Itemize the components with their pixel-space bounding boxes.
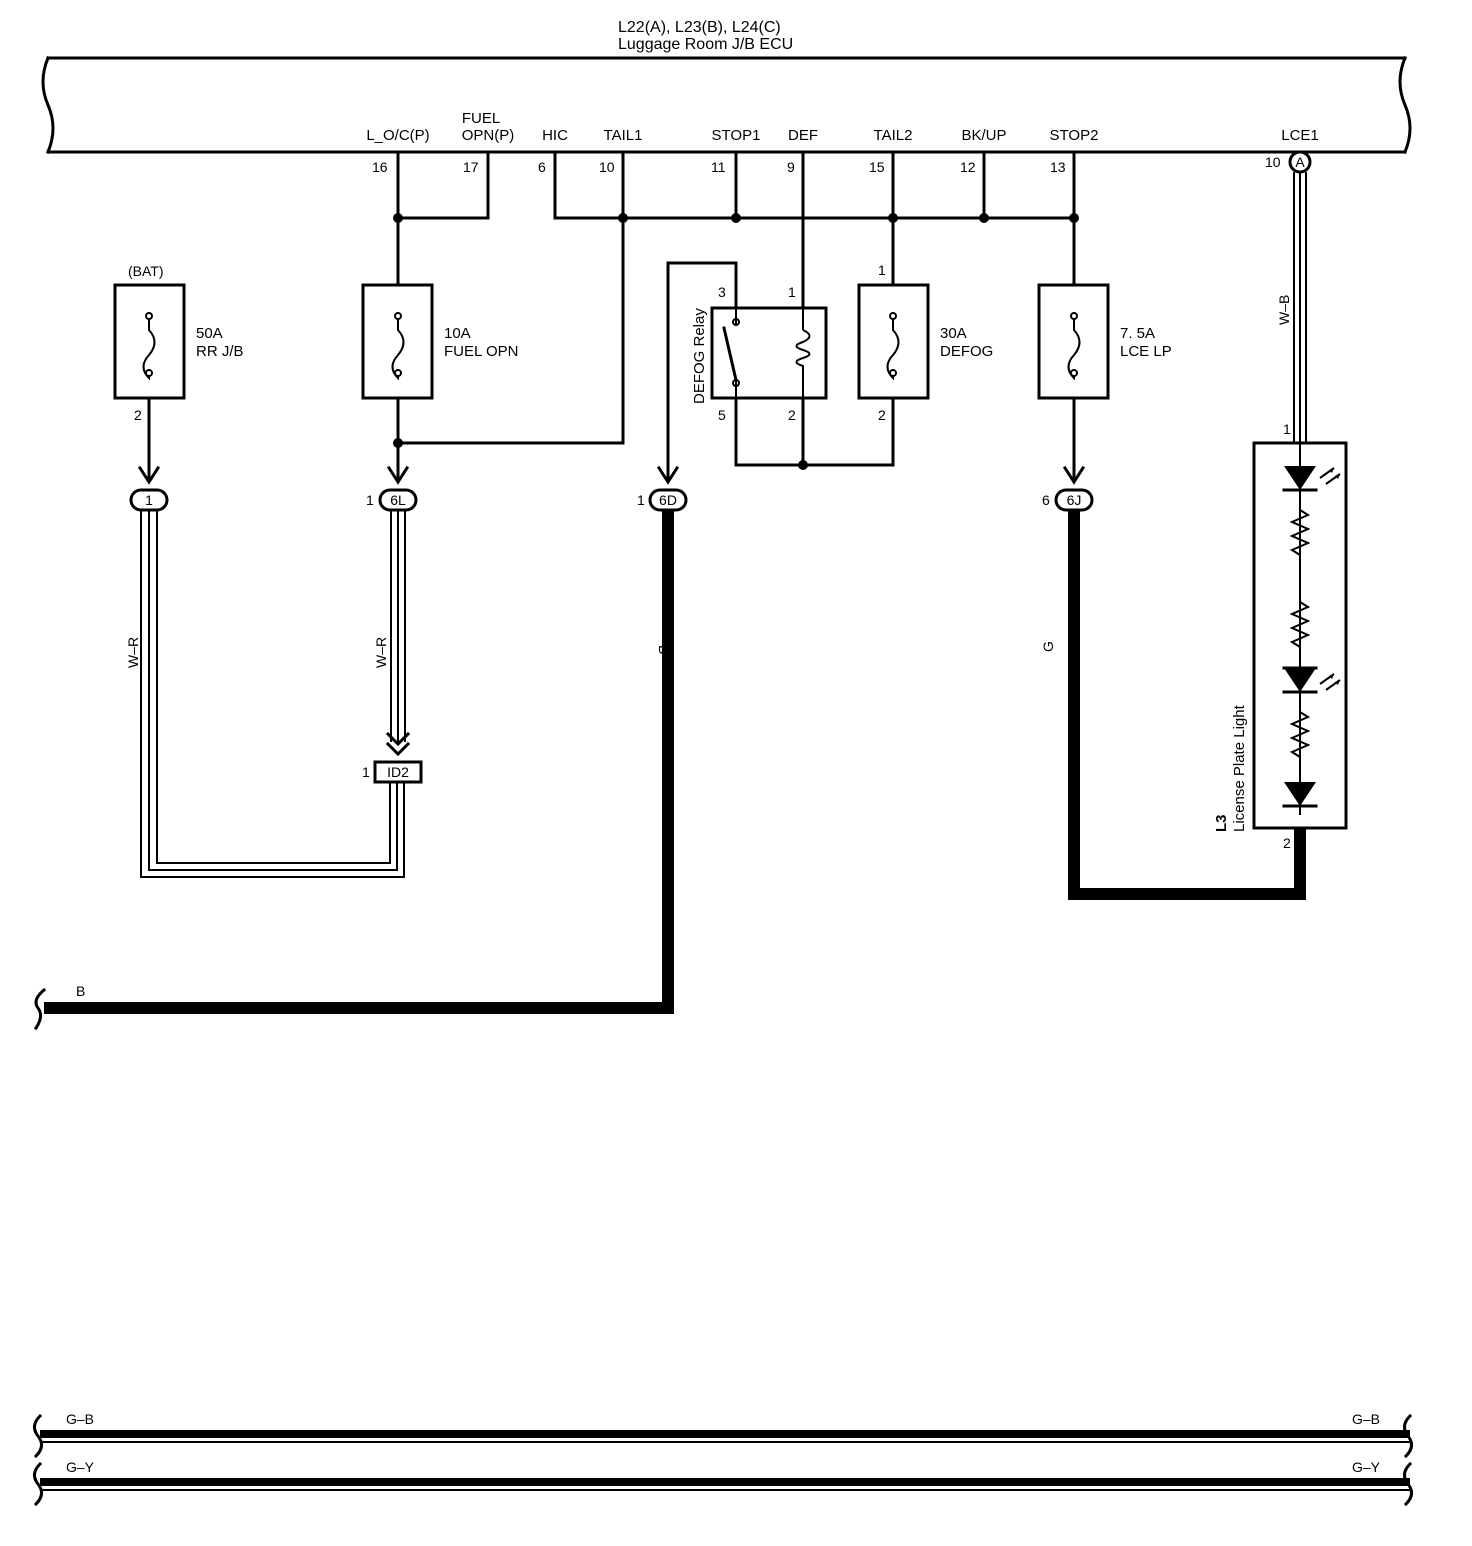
ecu-name: Luggage Room J/B ECU — [618, 36, 793, 53]
junction-6j-pin: 6 — [1042, 492, 1050, 508]
pin-15: 15 — [869, 159, 885, 175]
terminal-fuel-opn-line2: OPN(P) — [462, 127, 515, 144]
g-b-right-label: G–B — [1352, 1411, 1380, 1427]
fuse-50a: (BAT) 2 50A RR J/B — [113, 263, 244, 480]
pin-13: 13 — [1050, 159, 1066, 175]
relay-pin-5: 5 — [718, 407, 726, 423]
junction-6d: 1 6D — [637, 488, 688, 512]
b-wire-break — [33, 987, 47, 1031]
terminal-stop2: STOP2 — [1050, 127, 1099, 144]
license-light-pin-bottom: 2 — [1283, 835, 1291, 851]
lce-wire-color: G — [1040, 641, 1056, 652]
fuse-50a-name: RR J/B — [196, 343, 244, 360]
w-b-wire — [1293, 172, 1307, 443]
fuse-30a: 1 2 30A DEFOG — [857, 262, 993, 423]
terminal-def: DEF — [788, 127, 818, 144]
relay-name: DEFOG Relay — [691, 308, 708, 404]
pin-12: 12 — [960, 159, 976, 175]
terminal-l-oc: L_O/C(P) — [366, 127, 429, 144]
fuse-50a-rating: 50A — [196, 325, 223, 342]
license-light-pin-top: 1 — [1283, 421, 1291, 437]
fuse-7-5a-rating: 7. 5A — [1120, 325, 1155, 342]
junction-6l-label: 6L — [390, 492, 406, 508]
fuse-10a-rating: 10A — [444, 325, 471, 342]
resistor-icon-3 — [1289, 711, 1311, 758]
fuse-7-5a-name: LCE LP — [1120, 343, 1172, 360]
fuse-30a-top-pin: 1 — [878, 262, 886, 278]
relay-pin-2: 2 — [788, 407, 796, 423]
junction-1-label: 1 — [145, 492, 153, 508]
fuse-30a-rating: 30A — [940, 325, 967, 342]
relay-pin-1: 1 — [788, 284, 796, 300]
w-r-harness — [140, 510, 411, 878]
terminal-hic: HIC — [542, 127, 568, 144]
junction-6d-label: 6D — [659, 492, 677, 508]
fuse-7-5a: 7. 5A LCE LP — [1037, 283, 1172, 480]
connector-a-label: A — [1295, 154, 1305, 170]
bottom-wire-g-y: G–Y G–Y — [33, 1459, 1413, 1507]
terminal-tail2: TAIL2 — [874, 127, 913, 144]
defog-relay: 3 1 5 2 DEFOG Relay — [691, 284, 828, 423]
fuse-50a-pin: 2 — [134, 407, 142, 423]
led-icon — [1284, 466, 1316, 490]
fuse-50a-bat: (BAT) — [128, 263, 164, 279]
bottom-wire-g-b: G–B G–B — [33, 1411, 1413, 1459]
junction-6d-pin: 1 — [637, 492, 645, 508]
connector-a: A — [1288, 150, 1312, 174]
pin-11: 11 — [711, 159, 726, 175]
id2-connector: 1 ID2 — [362, 760, 423, 784]
license-light-name: License Plate Light — [1231, 704, 1248, 832]
lce1-wire-color: W–B — [1276, 295, 1292, 325]
junction-6l-pin: 1 — [366, 492, 374, 508]
pin-17: 17 — [463, 159, 479, 175]
relay-pin-3: 3 — [718, 284, 726, 300]
g-y-left-label: G–Y — [66, 1459, 95, 1475]
fuse-10a-name: FUEL OPN — [444, 343, 518, 360]
resistor-icon-2 — [1289, 601, 1311, 648]
id2-label: ID2 — [387, 764, 409, 780]
diode-icon — [1284, 782, 1316, 806]
defog-wire-color: B — [656, 645, 672, 654]
junction-1: 1 — [129, 488, 169, 512]
terminal-tail1: TAIL1 — [604, 127, 643, 144]
junction-6l: 1 6L — [366, 488, 418, 512]
license-light-code: L3 — [1213, 814, 1230, 832]
pin-10: 10 — [599, 159, 615, 175]
terminal-stop1: STOP1 — [712, 127, 761, 144]
b-wire — [44, 510, 674, 1014]
junction-6j-label: 6J — [1067, 492, 1082, 508]
pin-6: 6 — [538, 159, 546, 175]
terminal-fuel-opn-line1: FUEL — [462, 110, 500, 127]
fuse-30a-name: DEFOG — [940, 343, 993, 360]
pin-16: 16 — [372, 159, 388, 175]
pin-lce1-10: 10 — [1265, 154, 1281, 170]
fuse-10a: 10A FUEL OPN — [361, 283, 518, 480]
b-wire-left-label: B — [76, 983, 85, 999]
pin-9: 9 — [787, 159, 795, 175]
fuse-30a-bottom-pin: 2 — [878, 407, 886, 423]
junction-6j: 6 6J — [1042, 488, 1094, 512]
internal-wiring — [393, 150, 1079, 480]
led-icon-2 — [1284, 668, 1316, 692]
g-b-left-label: G–B — [66, 1411, 94, 1427]
terminal-bk-up: BK/UP — [961, 127, 1006, 144]
g-wire — [1068, 510, 1306, 900]
id2-pin: 1 — [362, 764, 370, 780]
g-y-right-label: G–Y — [1352, 1459, 1381, 1475]
terminal-lce1: LCE1 — [1281, 127, 1319, 144]
resistor-icon — [1289, 509, 1311, 556]
ecu-box — [41, 56, 1412, 154]
fuel-wire-color: W–R — [373, 637, 389, 668]
connector-arrows — [137, 465, 1086, 485]
bat-wire-color: W–R — [125, 637, 141, 668]
license-plate-light: 1 2 L3 License Plate Light — [1213, 421, 1348, 851]
ecu-connectors: L22(A), L23(B), L24(C) — [618, 19, 781, 36]
